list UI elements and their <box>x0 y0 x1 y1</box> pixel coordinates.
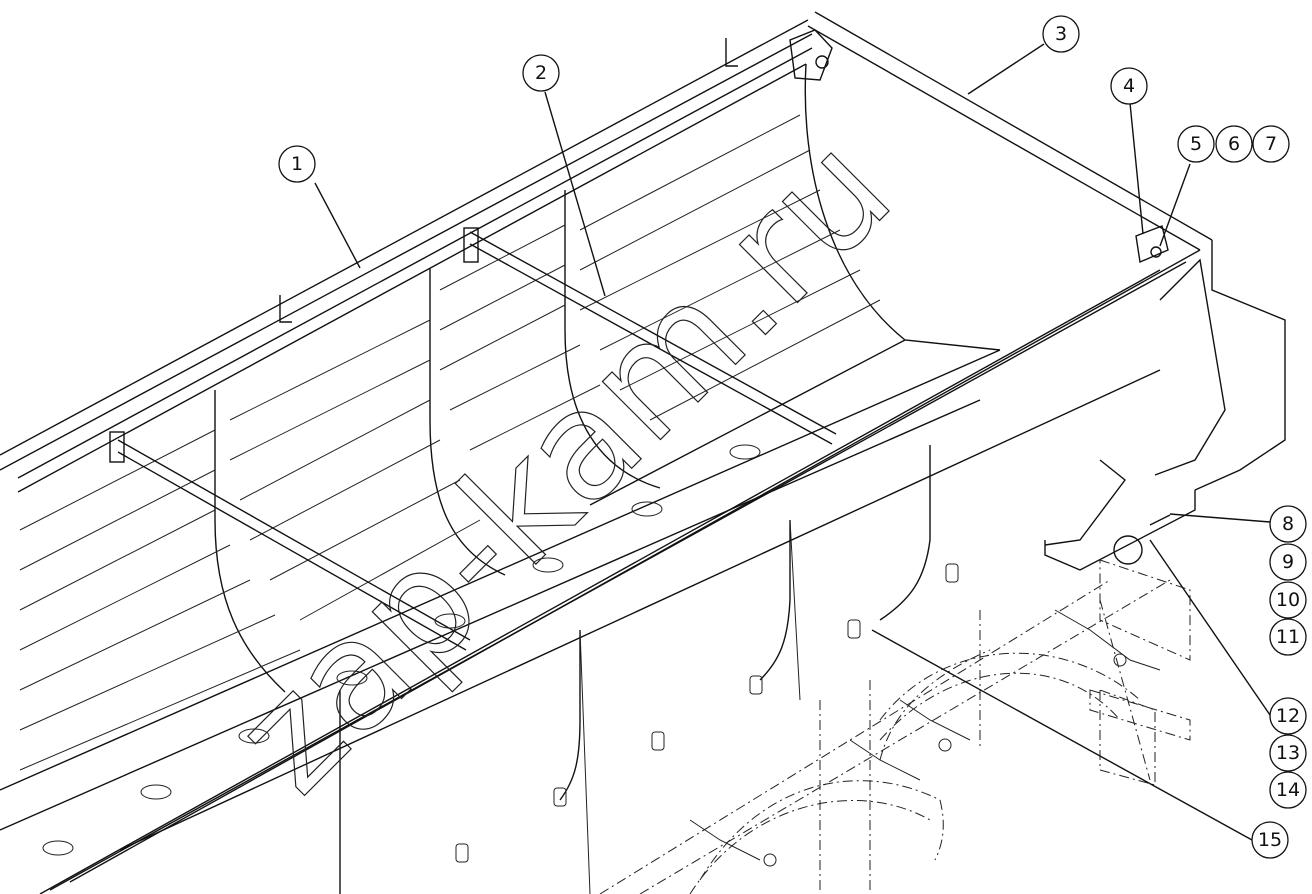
callout-15: 15 <box>1251 821 1289 859</box>
leader-4 <box>1129 102 1144 235</box>
leader-15 <box>871 629 1253 841</box>
svg-text:9: 9 <box>1282 551 1294 573</box>
callout-12: 12 <box>1269 697 1307 735</box>
callout-13: 13 <box>1269 734 1307 772</box>
cross-bar-front <box>109 431 471 651</box>
svg-text:11: 11 <box>1276 626 1300 648</box>
leader-5 <box>1159 163 1191 247</box>
svg-text:10: 10 <box>1276 589 1300 611</box>
callout-10: 10 <box>1269 581 1307 619</box>
callout-2: 2 <box>522 54 560 92</box>
svg-text:5: 5 <box>1190 133 1202 155</box>
floor-drain-holes <box>42 444 761 856</box>
svg-text:4: 4 <box>1123 75 1135 97</box>
callout-balloons: 1 2 3 4 5 6 7 8 9 10 11 12 13 14 15 <box>278 15 1307 859</box>
leader-3 <box>967 43 1045 95</box>
svg-text:1: 1 <box>291 153 303 175</box>
svg-text:3: 3 <box>1055 23 1067 45</box>
leader-1 <box>314 182 361 269</box>
side-panel-lugs <box>455 563 959 863</box>
chassis-hidden-lines <box>599 559 1191 894</box>
side-brackets <box>279 29 1169 323</box>
callout-5: 5 <box>1177 125 1215 163</box>
svg-text:13: 13 <box>1276 742 1300 764</box>
callout-11: 11 <box>1269 618 1307 656</box>
svg-text:14: 14 <box>1276 779 1300 801</box>
leader-2 <box>544 91 606 297</box>
callout-6: 6 <box>1215 125 1253 163</box>
callout-9: 9 <box>1269 543 1307 581</box>
cross-bar-rear <box>463 227 837 445</box>
svg-text:2: 2 <box>535 62 547 84</box>
dump-body-outline <box>0 11 1213 894</box>
svg-text:15: 15 <box>1258 829 1282 851</box>
callout-4: 4 <box>1110 67 1148 105</box>
leader-lines <box>314 43 1271 841</box>
callout-7: 7 <box>1252 125 1290 163</box>
callout-8: 8 <box>1269 505 1307 543</box>
callout-14: 14 <box>1269 771 1307 809</box>
front-hood <box>1044 250 1286 571</box>
callout-3: 3 <box>1042 15 1080 53</box>
svg-text:6: 6 <box>1228 133 1240 155</box>
leader-12 <box>1149 539 1271 716</box>
svg-text:7: 7 <box>1265 133 1277 155</box>
leader-8 <box>1169 513 1271 523</box>
svg-text:12: 12 <box>1276 705 1300 727</box>
svg-text:8: 8 <box>1282 513 1294 535</box>
suspension-brackets <box>689 609 1161 867</box>
wheel-arches <box>689 649 1141 894</box>
callout-1: 1 <box>278 145 316 183</box>
